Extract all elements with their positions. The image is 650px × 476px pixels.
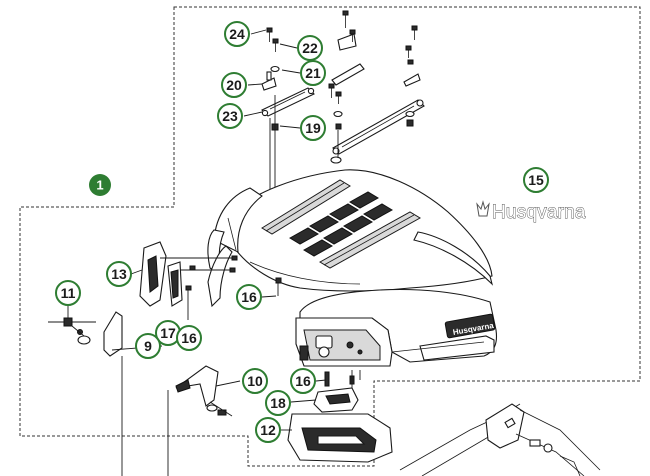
callout-22[interactable]: 22	[297, 35, 323, 61]
svg-text:17: 17	[160, 325, 176, 341]
svg-text:22: 22	[302, 40, 318, 56]
callout-19[interactable]: 19	[300, 115, 326, 141]
callout-16-c[interactable]: 16	[290, 368, 316, 394]
svg-text:10: 10	[247, 373, 263, 389]
roof-shell	[207, 169, 494, 292]
svg-text:20: 20	[226, 77, 242, 93]
callout-24[interactable]: 24	[224, 21, 250, 47]
callout-12[interactable]: 12	[255, 417, 281, 443]
callout-23[interactable]: 23	[217, 103, 243, 129]
svg-text:12: 12	[260, 422, 276, 438]
callout-11[interactable]: 11	[55, 280, 81, 306]
svg-text:24: 24	[229, 26, 245, 42]
chassis-frame	[399, 403, 601, 476]
svg-text:21: 21	[305, 65, 321, 81]
callout-9[interactable]: 9	[135, 333, 161, 359]
callout-16-a[interactable]: 16	[236, 284, 262, 310]
svg-text:16: 16	[295, 373, 311, 389]
kit-label: 1	[89, 174, 111, 196]
husqvarna-crown-icon	[476, 200, 490, 217]
brand-logo: Husqvarna	[476, 200, 586, 223]
hood-housing: Husqvarna	[295, 288, 498, 367]
part-callouts: 24 22 21 20 23 19 15 13	[55, 21, 549, 443]
svg-text:23: 23	[222, 108, 238, 124]
callout-20[interactable]: 20	[221, 72, 247, 98]
svg-text:11: 11	[61, 285, 76, 301]
kit-boundary	[19, 6, 641, 467]
callout-18[interactable]: 18	[265, 390, 291, 416]
svg-text:1: 1	[96, 178, 103, 193]
svg-text:16: 16	[181, 330, 197, 346]
front-lower-panel	[287, 370, 393, 463]
svg-text:15: 15	[528, 172, 544, 188]
callout-15[interactable]: 15	[523, 167, 549, 193]
callout-21[interactable]: 21	[300, 60, 326, 86]
brand-wordmark: Husqvarna	[492, 202, 586, 223]
svg-text:13: 13	[111, 266, 127, 282]
side-brackets	[48, 241, 282, 417]
callout-16-b[interactable]: 16	[176, 325, 202, 351]
svg-text:19: 19	[305, 120, 321, 136]
callout-10[interactable]: 10	[242, 368, 268, 394]
svg-text:18: 18	[270, 395, 286, 411]
svg-text:9: 9	[144, 338, 152, 354]
leader-lines	[67, 29, 327, 476]
callout-13[interactable]: 13	[106, 261, 132, 287]
svg-text:16: 16	[241, 289, 257, 305]
